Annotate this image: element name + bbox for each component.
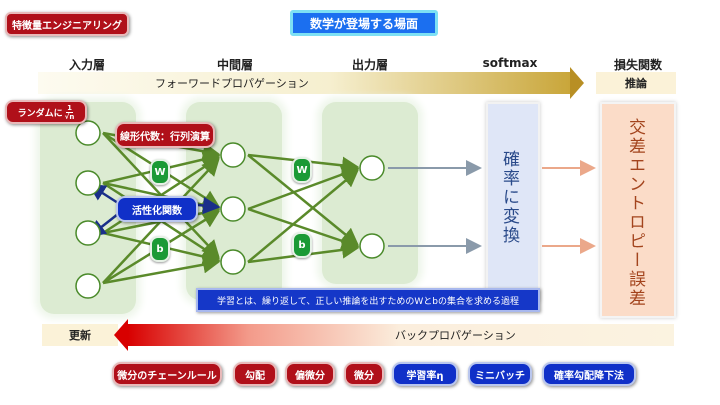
fraction-numerator: 1	[66, 103, 73, 113]
learning-definition-box: 学習とは、繰り返して、正しい推論を出すためのWとbの集合を求める過程	[196, 288, 540, 312]
loss-text: 交差エントロピー誤差	[625, 118, 645, 308]
pill-derivative: 微分	[344, 362, 384, 386]
weight-badge-1: W	[150, 159, 170, 185]
output-node-1	[359, 155, 385, 181]
backward-band	[128, 324, 674, 346]
hidden-node-2	[220, 196, 246, 222]
weight-badge-2: W	[292, 157, 312, 183]
input-node-2	[75, 170, 101, 196]
output-node-2	[359, 233, 385, 259]
edges-softmax-to-loss	[542, 160, 596, 254]
pill-partial-derivative: 偏微分	[285, 362, 335, 386]
header-loss-function: 損失関数	[613, 58, 662, 72]
input-node-4	[75, 273, 101, 299]
forward-band-arrowhead	[570, 67, 584, 99]
pill-chain-rule: 微分のチェーンルール	[112, 362, 222, 386]
loss-box	[600, 102, 676, 318]
activation-function-callout: 活性化関数	[116, 196, 198, 222]
header-input-layer: 入力層	[68, 58, 105, 72]
backward-band-arrowhead	[114, 319, 128, 351]
forward-band-label: フォーワードプロパゲーション	[155, 77, 309, 90]
pill-mini-batch: ミニバッチ	[468, 362, 532, 386]
bias-badge-1: b	[150, 236, 170, 262]
feature-engineering-tag: 特徴量エンジニアリング	[5, 12, 129, 36]
fraction-denominator: √n	[64, 112, 75, 121]
linear-algebra-callout: 線形代数：行列演算	[115, 122, 215, 148]
hidden-node-3	[220, 249, 246, 275]
inference-label: 推論	[596, 72, 676, 94]
pill-learning-rate: 学習率η	[392, 362, 458, 386]
diagram-title: 数学が登場する場面	[290, 10, 438, 36]
softmax-text: 確率に変換	[499, 150, 519, 245]
softmax-box	[486, 102, 540, 302]
header-hidden-layer: 中間層	[216, 58, 253, 72]
random-init-callout: ランダムに 1 √n	[5, 100, 87, 124]
pill-sgd: 確率勾配降下法	[542, 362, 636, 386]
input-node-3	[75, 220, 101, 246]
forward-band	[38, 72, 570, 94]
random-init-label: ランダムに	[17, 108, 63, 119]
random-init-fraction: 1 √n	[65, 104, 75, 121]
header-softmax: softmax	[482, 56, 538, 70]
hidden-node-1	[220, 142, 246, 168]
bias-badge-2: b	[292, 232, 312, 258]
backward-band-label: バックプロパゲーション	[395, 329, 516, 342]
edges-output-to-softmax	[388, 160, 482, 254]
header-output-layer: 出力層	[351, 58, 388, 72]
input-node-1	[75, 120, 101, 146]
edges-hidden-to-output	[247, 153, 360, 264]
update-label: 更新	[42, 324, 118, 346]
pill-gradient: 勾配	[233, 362, 277, 386]
